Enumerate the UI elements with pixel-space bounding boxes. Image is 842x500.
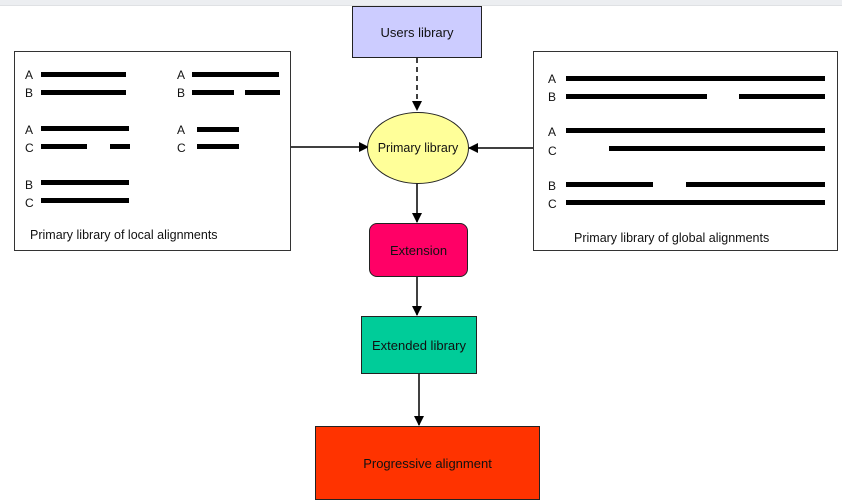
extension-label: Extension <box>389 242 448 258</box>
alignment-segment <box>566 128 825 133</box>
seq-label-c: C <box>548 197 557 211</box>
extension-box: Extension <box>369 223 468 277</box>
seq-label-c: C <box>25 141 34 155</box>
seq-label-b: B <box>177 86 186 100</box>
seq-label-a: A <box>25 123 34 137</box>
seq-label-a: A <box>548 125 557 139</box>
extended-library-label: Extended library <box>372 337 466 353</box>
alignment-segment <box>197 144 239 149</box>
primary-library-label: Primary library <box>377 141 459 155</box>
alignment-segment <box>566 200 825 205</box>
alignment-segment <box>739 94 825 99</box>
global-alignments-caption: Primary library of global alignments <box>574 231 770 245</box>
seq-label-b: B <box>25 86 34 100</box>
seq-label-c: C <box>25 196 34 210</box>
progressive-alignment-box: Progressive alignment <box>315 426 540 500</box>
seq-label-a: A <box>177 68 186 82</box>
alignment-segment <box>41 198 129 203</box>
seq-label-b: B <box>548 90 557 104</box>
seq-label-c: C <box>177 141 186 155</box>
alignment-segment <box>566 76 825 81</box>
alignment-segment <box>110 144 130 149</box>
seq-label-a: A <box>25 68 34 82</box>
alignment-segment <box>566 182 653 187</box>
alignment-segment <box>192 72 279 77</box>
seq-label-c: C <box>548 144 557 158</box>
users-library-label: Users library <box>380 24 454 40</box>
alignment-segment <box>197 127 239 132</box>
seq-label-a: A <box>177 123 186 137</box>
local-alignments-panel: A B A B A C A C B C Primary library of l… <box>14 51 291 251</box>
window-top-edge <box>0 0 842 6</box>
seq-label-b: B <box>548 179 557 193</box>
users-library-box: Users library <box>352 6 482 58</box>
alignment-segment <box>41 144 87 149</box>
alignment-segment <box>41 72 126 77</box>
global-alignments-panel: A B A C B C Primary library of global al… <box>533 51 838 251</box>
primary-library-ellipse: Primary library <box>367 112 469 184</box>
alignment-segment <box>609 146 825 151</box>
progressive-alignment-label: Progressive alignment <box>363 455 492 471</box>
seq-label-b: B <box>25 178 34 192</box>
alignment-segment <box>686 182 825 187</box>
alignment-segment <box>41 180 129 185</box>
alignment-segment <box>566 94 707 99</box>
alignment-segment <box>41 126 129 131</box>
local-alignments-caption: Primary library of local alignments <box>30 228 218 242</box>
seq-label-a: A <box>548 72 557 86</box>
alignment-segment <box>245 90 280 95</box>
alignment-segment <box>192 90 234 95</box>
alignment-segment <box>41 90 126 95</box>
extended-library-box: Extended library <box>361 316 477 374</box>
